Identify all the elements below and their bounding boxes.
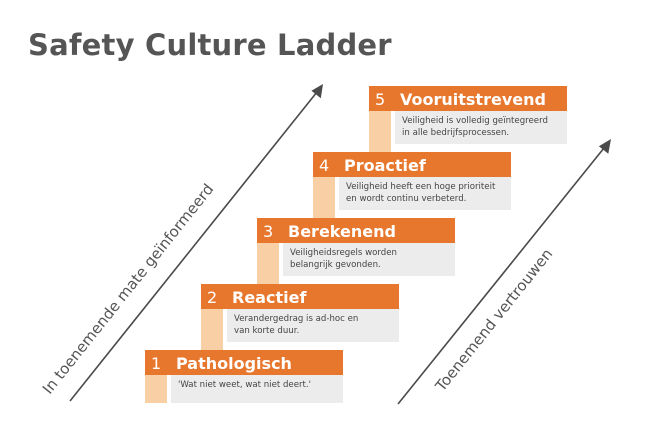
left-arrow-head [311,84,323,99]
step-5: 5 Vooruitstrevend Veiligheid is volledig… [369,86,567,152]
step-description-box [283,243,455,276]
right-arrow [397,139,611,405]
step-description-line: van korte duur. [234,326,299,336]
step-4: 4 Proactief Veiligheid heeft een hoge pr… [313,152,511,218]
step-number: 4 [319,156,329,175]
right-arrow-line [397,147,605,405]
step-description-line: Verandergedrag is ad-hoc en [234,314,358,324]
step-header [257,218,455,243]
step-number: 2 [207,288,217,307]
step-description-line: en wordt continu verbeterd. [346,194,466,204]
step-description-line: belangrijk gevonden. [290,260,381,270]
step-description-line: Veiligheid is volledig geïntegreerd [402,116,548,126]
step-description-line: Veiligheid heeft een hoge prioriteit [346,182,496,192]
step-number: 1 [151,354,161,373]
step-description-box [171,375,343,403]
step-description-box [395,111,567,144]
step-number: 5 [375,90,385,109]
step-name: Berekenend [288,222,396,241]
step-2: 2 Reactief Verandergedrag is ad-hoc en v… [201,284,399,350]
step-description-line: in alle bedrijfsprocessen. [402,128,509,138]
left-arrow [69,84,323,402]
step-name: Reactief [232,288,307,307]
left-arrow-line [69,91,318,402]
step-header [313,152,511,177]
step-description-box [339,177,511,210]
step-name: Vooruitstrevend [400,90,546,109]
step-3: 3 Berekenend Veiligheidsregels worden be… [257,218,455,284]
right-arrow-head [598,139,611,154]
step-name: Proactief [344,156,427,175]
step-description-line: Veiligheidsregels worden [290,248,397,258]
step-number: 3 [263,222,273,241]
step-header [369,86,567,111]
step-1: 1 Pathologisch 'Wat niet weet, wat niet … [145,350,343,403]
page-title: Safety Culture Ladder [28,28,392,62]
step-header [201,284,399,309]
step-description-line: 'Wat niet weet, wat niet deert.' [178,380,311,390]
step-header [145,350,343,375]
step-description-box [227,309,399,342]
step-name: Pathologisch [176,354,292,373]
